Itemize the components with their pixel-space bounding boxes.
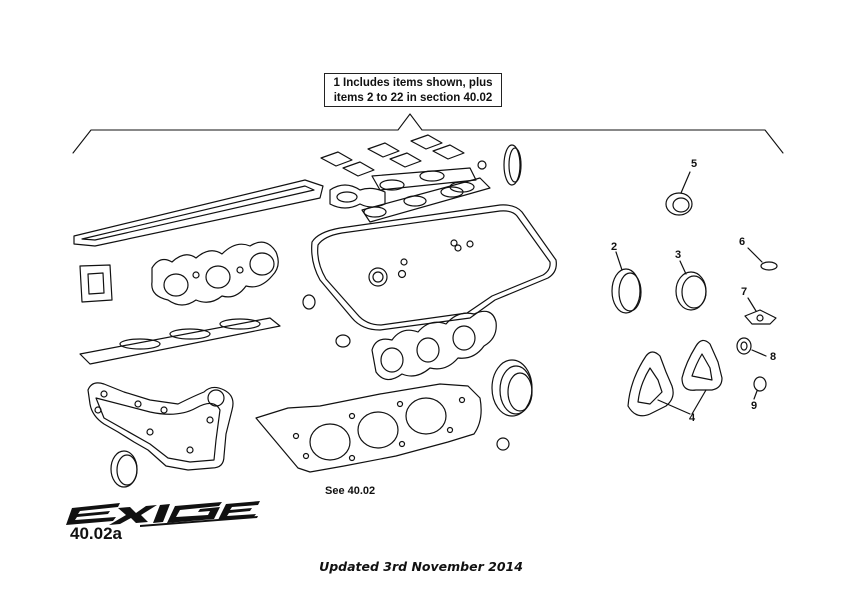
- spacer-plate-gasket: [80, 318, 280, 364]
- cylinder-head-gasket: [256, 384, 481, 472]
- label-item-6: 6: [739, 236, 746, 248]
- small-seal-b: [336, 335, 350, 347]
- rocker-cover-gasket: [312, 205, 557, 330]
- item-5-oil-seal: [666, 172, 692, 215]
- item-9-oring: [754, 377, 766, 399]
- callout-line-2: items 2 to 22 in section 40.02: [333, 92, 493, 104]
- exhaust-manifold-gasket-large: [88, 383, 233, 470]
- item-8-washer: [737, 338, 766, 356]
- label-item-2: 2: [611, 241, 618, 253]
- group-bracket: [73, 114, 783, 153]
- exhaust-manifold-gasket-lower: [372, 311, 496, 379]
- valve-cover-strip-gasket: [74, 180, 323, 246]
- see-section-note: See 40.02: [325, 485, 376, 497]
- camshaft-oil-seal: [111, 451, 137, 487]
- label-item-5: 5: [691, 158, 698, 170]
- item-6-oring: [748, 248, 777, 270]
- label-item-7: 7: [741, 286, 748, 298]
- callout-line-1: 1 Includes items shown, plus: [333, 77, 493, 89]
- small-seal-a: [303, 295, 315, 309]
- label-item-9: 9: [751, 400, 758, 412]
- small-oring: [497, 438, 509, 450]
- item-3-seal-ring: [676, 261, 706, 310]
- label-item-4: 4: [689, 412, 696, 424]
- kit-contents-callout: 1 Includes items shown, plus items 2 to …: [324, 73, 502, 107]
- item-4-housing-gaskets: [628, 340, 722, 415]
- crankshaft-oil-seal: [492, 360, 532, 416]
- exhaust-manifold-gasket-upper: [152, 242, 278, 305]
- section-reference: 40.02a: [70, 524, 122, 543]
- square-flange-gasket: [80, 265, 112, 302]
- plenum-gasket: [330, 168, 490, 222]
- label-item-3: 3: [675, 249, 682, 261]
- intake-port-gaskets: [321, 135, 486, 176]
- exige-logo: [66, 501, 260, 527]
- round-seal-upper: [504, 145, 521, 185]
- item-2-oil-seal: [612, 252, 641, 313]
- label-item-8: 8: [770, 351, 777, 363]
- updated-date-footer: Updated 3rd November 2014: [319, 559, 523, 574]
- item-7-flange-gasket: [745, 298, 776, 324]
